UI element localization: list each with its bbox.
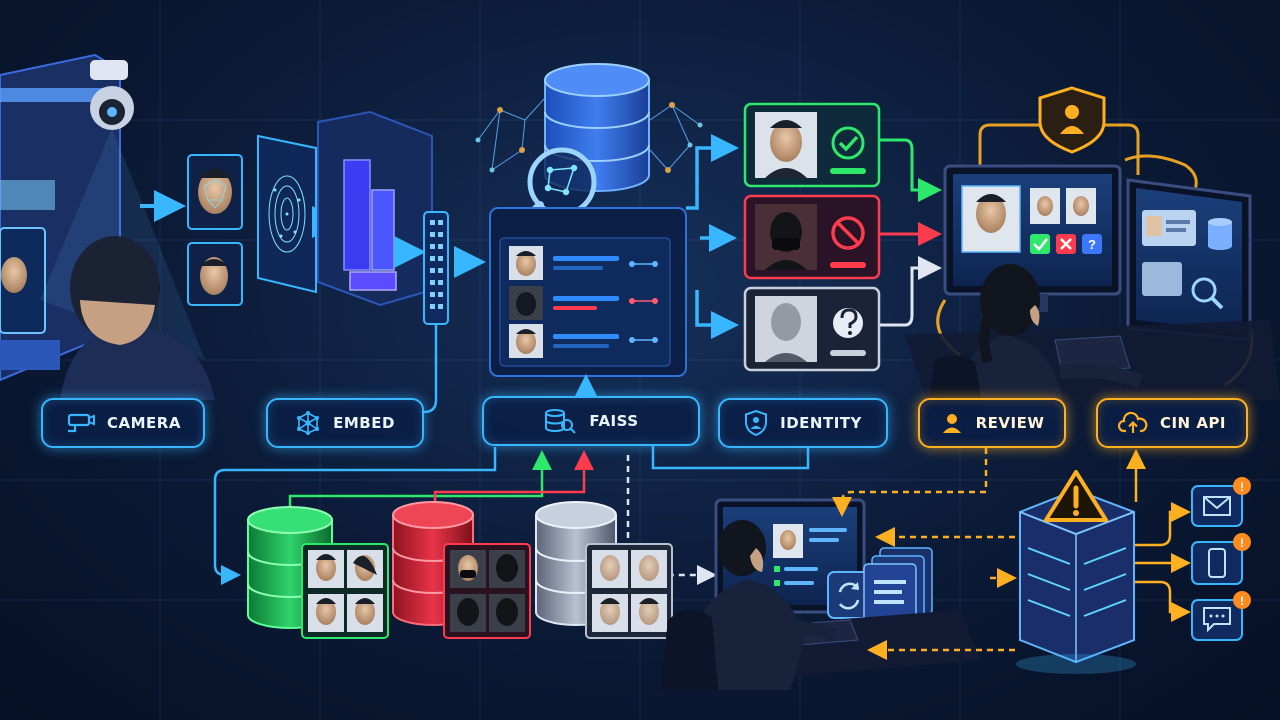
svg-text:!: ! [1240, 536, 1244, 550]
review-label-text: REVIEW [975, 414, 1045, 432]
cin-api-label-text: CIN API [1159, 414, 1227, 432]
customer-person [60, 236, 215, 400]
document-stack-icon [863, 547, 933, 631]
shield-user-outline-icon [745, 409, 768, 437]
neural-network-block [317, 110, 433, 307]
email-notification-icon: ! [1191, 477, 1251, 527]
embed-label: EMBED [266, 398, 424, 448]
result-row-match [509, 246, 658, 280]
faiss-identity-connector [651, 444, 810, 470]
camera-label-text: CAMERA [107, 414, 181, 432]
arrow-approved-to-review [880, 138, 942, 202]
user-icon [942, 414, 961, 433]
reviewer-person [954, 264, 1143, 420]
camera-label: CAMERA [41, 398, 205, 448]
face-mesh-tablet [257, 134, 317, 294]
search-results-panel [489, 207, 687, 377]
atm-kiosk [0, 53, 121, 382]
network-node-icon [297, 411, 320, 435]
svg-text:!: ! [1240, 594, 1244, 608]
unknown-face-grid [585, 543, 673, 639]
match-card-unknown [743, 286, 881, 372]
identity-label-text: IDENTITY [780, 414, 862, 432]
arrow-green-db-to-faiss [288, 450, 552, 510]
alert-server-stack [1016, 488, 1136, 674]
phone-notification-icon: ! [1191, 533, 1251, 585]
review-label: REVIEW [918, 398, 1066, 448]
analyst-chair [660, 609, 718, 690]
refresh-panel [827, 571, 871, 619]
faiss-label: FAISS [482, 396, 700, 446]
face-crop-frontal [187, 154, 243, 230]
orange-solid-flows [1126, 449, 1191, 622]
check-circle-icon [831, 126, 865, 160]
no-entry-icon [831, 216, 865, 250]
identity-label: IDENTITY [718, 398, 888, 448]
faiss-label-text: FAISS [589, 412, 639, 430]
match-card-rejected [743, 194, 881, 280]
embed-to-db-connector [420, 325, 438, 414]
branch-arrows [686, 134, 739, 339]
database-search-icon [545, 409, 577, 434]
cctv-camera-icon [67, 413, 96, 433]
orange-dashed-flows [832, 448, 1017, 660]
match-card-approved [743, 102, 881, 188]
svg-text:!: ! [1240, 480, 1244, 494]
shield-user-icon [1038, 86, 1106, 154]
cin-api-label: CIN API [1096, 398, 1248, 448]
arrow-red-db-to-faiss [433, 450, 594, 502]
similarity-graph [475, 97, 703, 173]
embed-label-text: EMBED [333, 414, 395, 432]
result-row-blocked [509, 286, 658, 320]
arrow-faiss-to-green-db [213, 447, 497, 585]
question-icon [833, 308, 863, 338]
blocked-face-grid [443, 543, 531, 639]
security-camera-icon [90, 60, 134, 130]
svg-text:?: ? [1088, 237, 1096, 252]
arrow-unknown-to-review [880, 256, 942, 327]
chat-notification-icon: ! [1191, 591, 1251, 641]
id-document-monitor [1126, 178, 1252, 342]
embedding-vector [423, 211, 449, 325]
approved-face-grid [301, 543, 389, 639]
cloud-upload-icon [1117, 411, 1148, 433]
face-crop-profile [187, 242, 243, 306]
warning-triangle-icon [1044, 470, 1108, 522]
result-row-similar [509, 324, 658, 358]
